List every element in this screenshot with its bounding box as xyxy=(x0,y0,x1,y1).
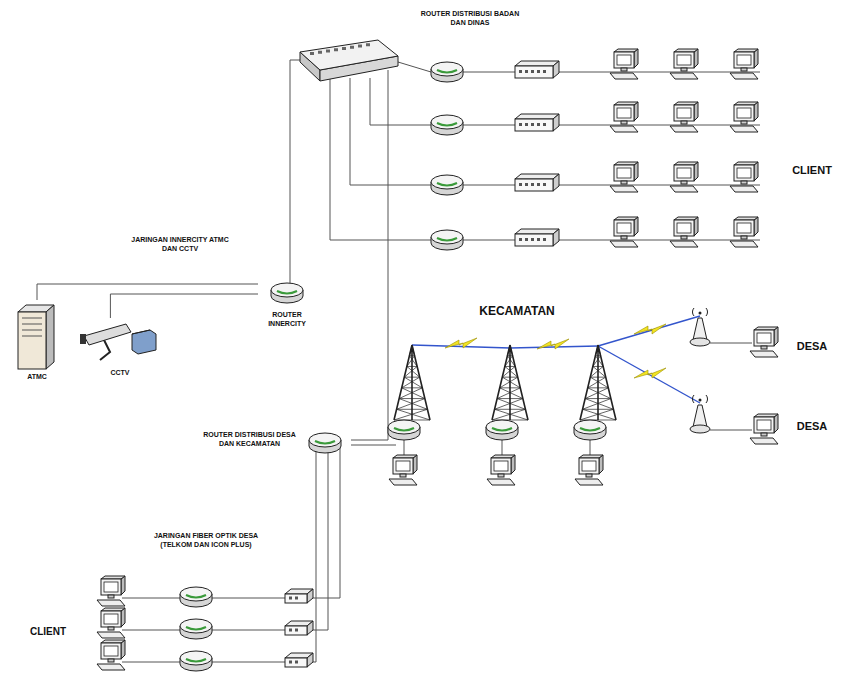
computer-icon xyxy=(730,162,758,192)
computer-icon xyxy=(750,327,778,357)
router-icon xyxy=(431,230,463,250)
cable-line xyxy=(463,72,515,73)
computer-icon xyxy=(97,608,125,638)
device-node: ROUTER INNERCITY xyxy=(258,276,316,330)
cable-line xyxy=(351,70,388,440)
wireless-bolt xyxy=(634,368,666,378)
switch-hub-icon xyxy=(515,114,559,131)
cctv-icon xyxy=(80,324,156,360)
switch-hub-icon xyxy=(285,621,313,635)
network-cable xyxy=(37,284,258,300)
switch-hub-icon xyxy=(285,589,313,603)
router-icon xyxy=(180,651,212,671)
cable-line xyxy=(553,240,760,241)
area-label: KECAMATAN xyxy=(462,304,572,319)
network-label: DESA xyxy=(786,420,838,434)
cable-line xyxy=(463,125,515,126)
network-label: ROUTER DISTRIBUSI BADAN DAN DINAS xyxy=(420,10,520,28)
cable-line xyxy=(598,316,700,346)
cable-line xyxy=(598,346,700,403)
cable-line xyxy=(122,598,180,599)
computer-icon xyxy=(670,162,698,192)
cable-line xyxy=(312,448,328,630)
wireless-bolt xyxy=(634,324,666,334)
computer-icon xyxy=(610,49,638,79)
router-icon xyxy=(574,420,606,440)
cable-line xyxy=(553,72,760,73)
cable-line xyxy=(463,240,515,241)
cable-line xyxy=(290,60,300,283)
router-icon xyxy=(486,420,518,440)
device-label: ROUTER DISTRIBUSI DESA DAN KECAMATAN xyxy=(200,430,299,450)
computer-icon xyxy=(730,49,758,79)
device-node: ATMC xyxy=(12,300,62,383)
network-label: JARINGAN FIBER OPTIK DESA (TELKOM DAN IC… xyxy=(140,532,272,550)
wireless-bolt xyxy=(537,339,569,349)
router-icon xyxy=(309,433,341,453)
device-label: CCTV xyxy=(108,368,131,379)
access-point-icon xyxy=(690,308,710,346)
cable-line xyxy=(553,185,760,186)
wireless-bolt xyxy=(445,338,477,348)
network-label: JARINGAN INNERCITY ATMC DAN CCTV xyxy=(130,236,230,254)
computer-icon xyxy=(610,217,638,247)
switch-hub-icon xyxy=(515,229,559,246)
cable-line xyxy=(212,662,285,663)
radio-tower-icon xyxy=(492,345,528,420)
computer-icon xyxy=(670,102,698,132)
cable-line xyxy=(212,630,285,631)
computer-icon xyxy=(730,217,758,247)
router-icon xyxy=(431,62,463,82)
computer-icon xyxy=(610,162,638,192)
cable-line xyxy=(398,62,431,72)
cable-line xyxy=(553,125,760,126)
cable-line xyxy=(710,430,752,431)
cable-line xyxy=(350,78,431,185)
computer-icon xyxy=(487,455,515,485)
computer-icon xyxy=(730,102,758,132)
router-icon xyxy=(180,587,212,607)
cable-line xyxy=(122,662,180,663)
radio-tower-icon xyxy=(394,345,430,420)
cable-line xyxy=(412,345,598,348)
switch-hub-icon xyxy=(515,61,559,78)
router-icon xyxy=(388,420,420,440)
cable-line xyxy=(212,598,285,599)
router-icon xyxy=(431,175,463,195)
network-label: DESA xyxy=(786,340,838,354)
client-label: CLIENT xyxy=(20,626,76,639)
router-icon xyxy=(271,283,303,303)
computer-icon xyxy=(575,455,603,485)
cable-line xyxy=(710,343,752,344)
device-label: ROUTER INNERCITY xyxy=(258,310,316,330)
computer-icon xyxy=(97,640,125,670)
cable-line xyxy=(370,78,431,125)
access-point-icon xyxy=(690,395,710,433)
radio-tower-icon xyxy=(580,345,616,420)
switch-hub-icon xyxy=(285,653,313,667)
computer-icon xyxy=(670,49,698,79)
cable-line xyxy=(122,630,180,631)
computer-icon xyxy=(670,217,698,247)
device-label: ATMC xyxy=(25,372,49,383)
client-label: CLIENT xyxy=(784,164,840,178)
computer-icon xyxy=(389,455,417,485)
network-cable xyxy=(110,294,258,318)
computer-icon xyxy=(97,576,125,606)
cable-line xyxy=(463,185,515,186)
computer-icon xyxy=(750,414,778,444)
computer-icon xyxy=(610,102,638,132)
server-icon xyxy=(18,305,54,369)
router-icon xyxy=(180,619,212,639)
device-node: ROUTER DISTRIBUSI DESA DAN KECAMATAN xyxy=(200,424,352,456)
core-switch-icon xyxy=(300,40,398,81)
router-icon xyxy=(431,115,463,135)
cable-line xyxy=(351,445,396,446)
switch-hub-icon xyxy=(515,174,559,191)
cable-line xyxy=(330,78,431,240)
device-node: CCTV xyxy=(80,318,160,379)
